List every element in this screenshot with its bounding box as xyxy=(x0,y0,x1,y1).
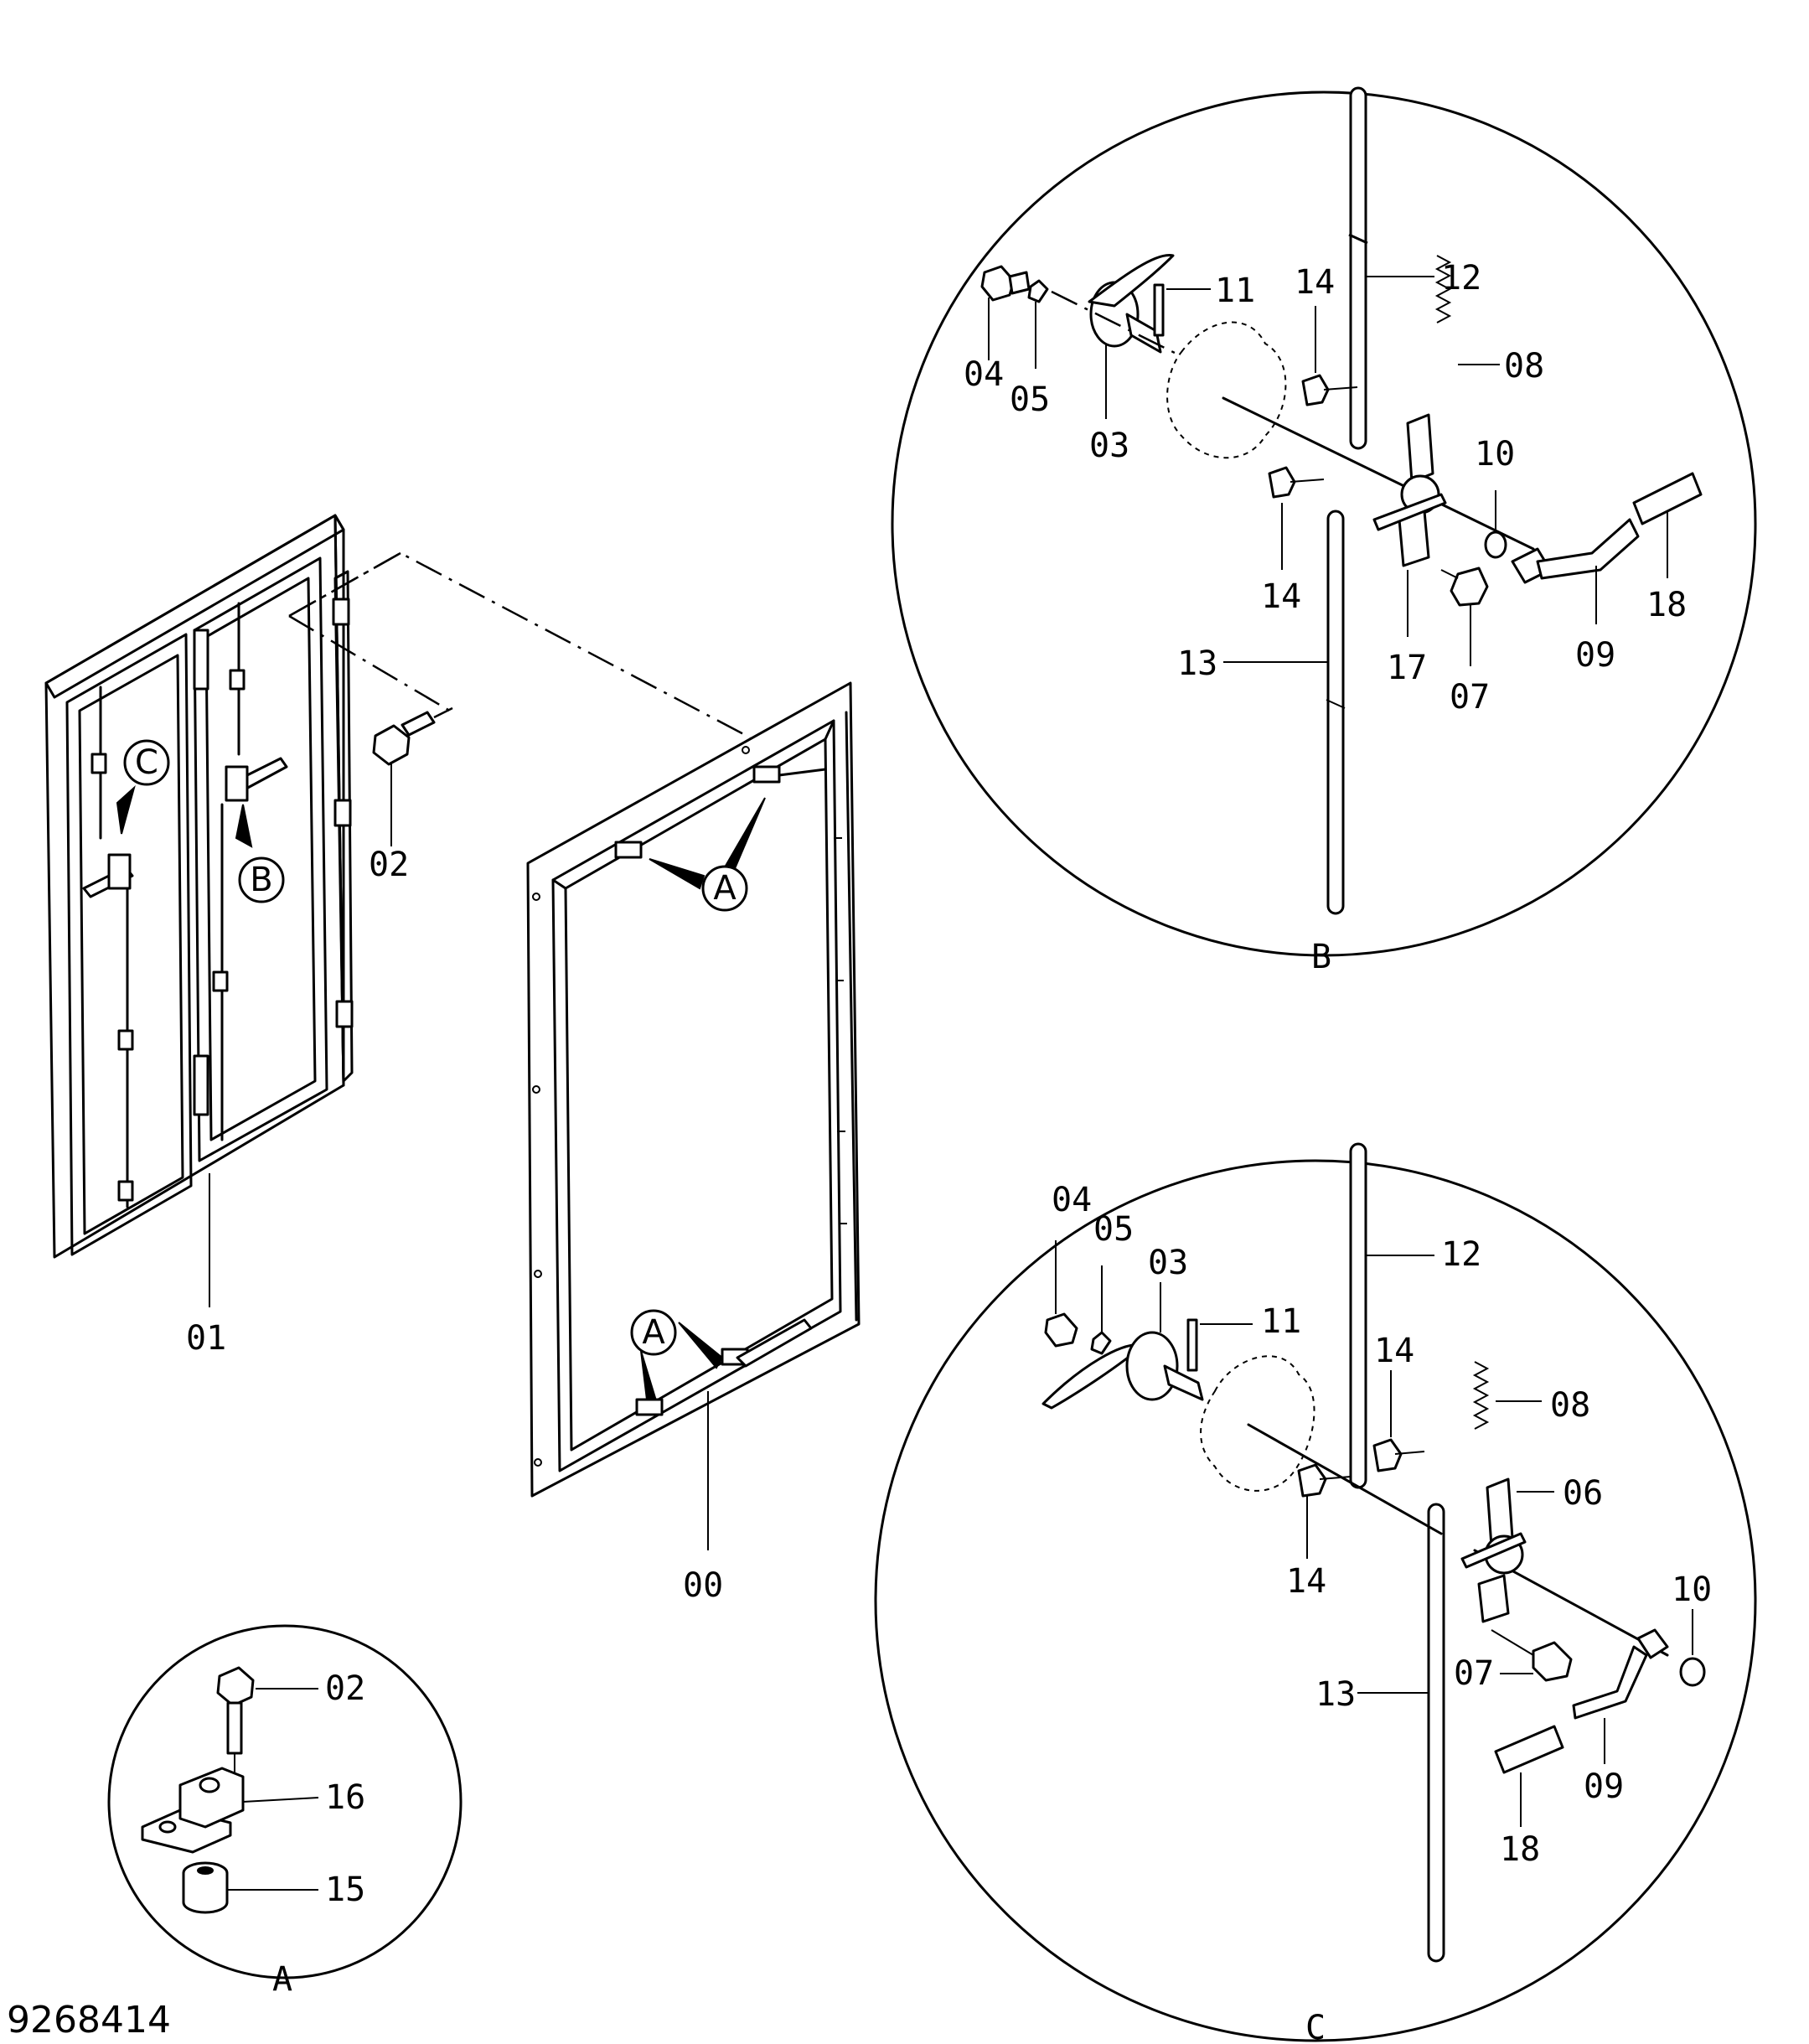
label-b-14-top: 14 xyxy=(1295,263,1335,302)
callout-a-label-bottom: A xyxy=(642,1313,665,1352)
label-a-15: 15 xyxy=(325,1871,365,1909)
label-c-04: 04 xyxy=(1052,1181,1092,1219)
label-b-11: 11 xyxy=(1215,272,1255,310)
label-c-11: 11 xyxy=(1261,1302,1301,1341)
drawing-number: 9268414 xyxy=(7,1999,171,2041)
label-b-13: 13 xyxy=(1177,644,1217,683)
callout-b-door: B xyxy=(235,804,285,903)
label-view-c-visible: C xyxy=(1305,2009,1326,2044)
callout-b-label: B xyxy=(250,861,272,899)
label-a-16: 16 xyxy=(325,1778,365,1817)
label-a-02: 02 xyxy=(325,1669,365,1708)
label-b-04: 04 xyxy=(964,355,1004,394)
bolt-02-main xyxy=(372,706,453,846)
label-c-18: 18 xyxy=(1500,1830,1540,1869)
label-c-06: 06 xyxy=(1563,1474,1603,1513)
label-b-18: 18 xyxy=(1646,586,1687,624)
label-b-07: 07 xyxy=(1450,678,1490,717)
label-c-14-top: 14 xyxy=(1374,1332,1414,1370)
label-view-b: B xyxy=(1311,938,1331,976)
label-b-03: 03 xyxy=(1089,427,1129,465)
label-00: 00 xyxy=(683,1566,723,1605)
label-02-main: 02 xyxy=(369,846,409,884)
label-b-05: 05 xyxy=(1010,380,1050,419)
label-c-09: 09 xyxy=(1584,1767,1624,1806)
label-c-14-bottom: 14 xyxy=(1286,1562,1326,1601)
callout-c-label: C xyxy=(135,743,158,782)
callout-a-frame-top: A xyxy=(649,797,766,912)
callout-c-door: C xyxy=(116,739,170,835)
label-c-10: 10 xyxy=(1672,1571,1712,1609)
label-b-08: 08 xyxy=(1504,347,1544,386)
frame-assembly xyxy=(526,681,861,1550)
label-01: 01 xyxy=(186,1319,226,1358)
callout-a-frame-bottom: A xyxy=(630,1309,724,1401)
door-assembly xyxy=(44,514,354,1307)
label-c-05: 05 xyxy=(1093,1210,1134,1249)
label-b-09: 09 xyxy=(1575,636,1615,675)
callout-a-label-top: A xyxy=(713,869,737,908)
label-c-07: 07 xyxy=(1454,1654,1494,1693)
label-b-12: 12 xyxy=(1441,259,1481,298)
detail-b xyxy=(891,86,1757,957)
label-view-a: A xyxy=(272,1960,292,1999)
label-b-14-bottom: 14 xyxy=(1261,577,1301,616)
label-c-12: 12 xyxy=(1441,1235,1481,1274)
label-b-10: 10 xyxy=(1475,435,1515,473)
label-c-13: 13 xyxy=(1315,1675,1356,1714)
detail-c xyxy=(874,1142,1757,2042)
label-c-08: 08 xyxy=(1550,1386,1590,1425)
label-c-03: 03 xyxy=(1148,1244,1188,1282)
label-b-17: 17 xyxy=(1387,649,1427,687)
detail-a xyxy=(107,1624,463,1979)
